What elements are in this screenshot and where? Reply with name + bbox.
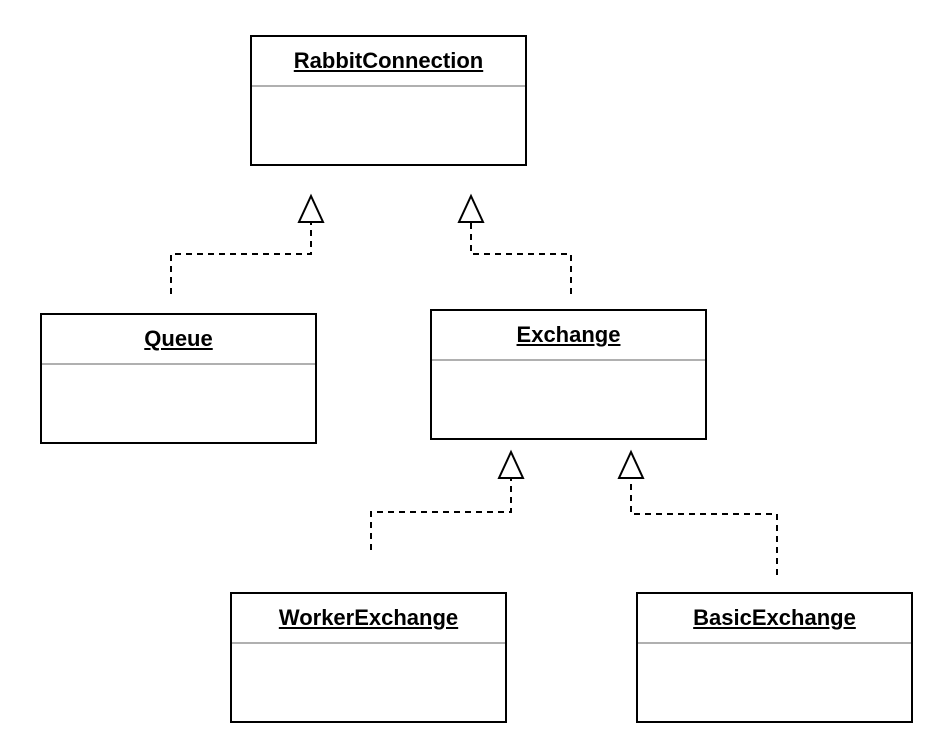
class-name: BasicExchange bbox=[693, 605, 856, 630]
class-name: Queue bbox=[144, 326, 213, 351]
class-header: WorkerExchange bbox=[232, 594, 505, 644]
class-name: RabbitConnection bbox=[293, 48, 484, 73]
class-name: Exchange bbox=[516, 322, 621, 347]
class-box-workerexchange[interactable]: WorkerExchange bbox=[230, 592, 507, 723]
dashed-connector bbox=[470, 222, 572, 294]
realization-arrowhead bbox=[497, 449, 525, 479]
dashed-connector bbox=[170, 222, 312, 294]
class-box-queue[interactable]: Queue bbox=[40, 313, 317, 444]
class-box-rabbitconnection[interactable]: RabbitConnection bbox=[250, 35, 527, 166]
dashed-connector bbox=[630, 478, 778, 575]
class-header: BasicExchange bbox=[638, 594, 911, 644]
class-header: RabbitConnection bbox=[252, 37, 525, 87]
relation-queue-to-rabbitconnection bbox=[170, 193, 325, 294]
class-header: Exchange bbox=[432, 311, 705, 361]
relation-workerexchange-to-exchange bbox=[370, 449, 525, 550]
class-header: Queue bbox=[42, 315, 315, 365]
relation-exchange-to-rabbitconnection bbox=[457, 193, 572, 294]
realization-arrowhead bbox=[457, 193, 485, 223]
relation-basicexchange-to-exchange bbox=[617, 449, 778, 575]
class-box-basicexchange[interactable]: BasicExchange bbox=[636, 592, 913, 723]
class-name: WorkerExchange bbox=[278, 605, 459, 630]
class-box-exchange[interactable]: Exchange bbox=[430, 309, 707, 440]
realization-arrowhead bbox=[617, 449, 645, 479]
dashed-connector bbox=[370, 478, 512, 550]
realization-arrowhead bbox=[297, 193, 325, 223]
